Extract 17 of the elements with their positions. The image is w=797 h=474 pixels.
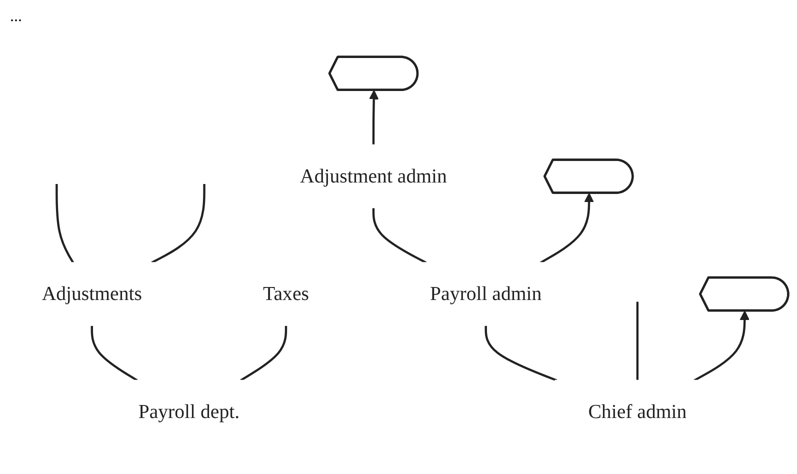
arrow <box>694 310 750 382</box>
arrow <box>540 192 594 264</box>
connector <box>56 184 74 264</box>
node-text: Payroll dept. <box>138 400 240 422</box>
node-text: Payroll admin <box>430 282 542 304</box>
node-text: Adjustments <box>42 282 142 304</box>
node-text: Adjustment admin <box>300 164 447 187</box>
connector <box>240 325 288 382</box>
connector <box>372 208 426 264</box>
connector <box>151 184 206 264</box>
node-text: Taxes <box>263 282 309 304</box>
note-text: ... <box>10 8 22 25</box>
node-text: Chief admin <box>588 400 687 422</box>
connector <box>90 325 138 382</box>
connector <box>636 302 639 380</box>
connector <box>484 325 558 382</box>
arrow <box>369 90 379 145</box>
